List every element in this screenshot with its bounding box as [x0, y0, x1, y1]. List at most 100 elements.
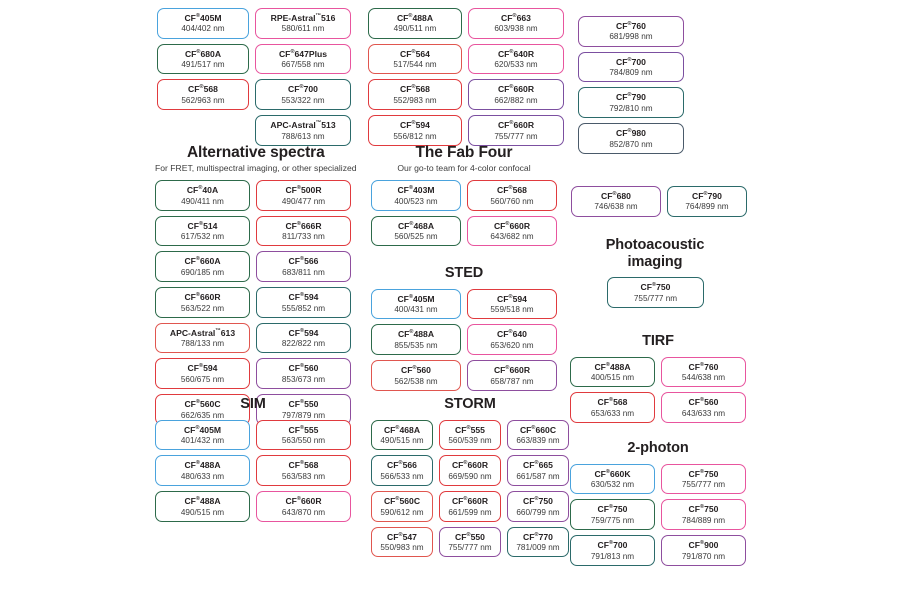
dye-code: 468A	[413, 220, 435, 231]
dye-wavelengths: 563/550 nm	[281, 436, 326, 446]
dye-wavelengths: 490/515 nm	[380, 436, 424, 446]
dye-name-mark: ®	[505, 365, 510, 372]
dye-wavelengths: 620/533 nm	[494, 60, 538, 70]
dye-name-mark: ®	[609, 397, 614, 404]
dye-code: 790	[707, 190, 722, 201]
dye-wavelengths: 580/611 nm	[281, 24, 325, 34]
dye-wavelengths: 643/633 nm	[681, 408, 726, 418]
dye-name: CF®488A	[184, 460, 221, 471]
dye-wavelengths: 603/938 nm	[494, 24, 538, 34]
dye-name: CF®550	[455, 531, 485, 542]
dye-code: 750	[704, 468, 719, 479]
dye-name-mark: ®	[296, 220, 301, 227]
dye-code: 568	[415, 84, 430, 95]
dye-code: 900	[704, 539, 719, 550]
dye-code: 660R	[467, 495, 489, 506]
dye-wavelengths: 630/532 nm	[590, 480, 635, 490]
dye-code: 680A	[200, 48, 222, 59]
dye-name: CF®566	[288, 256, 319, 267]
dye-code: 700	[631, 56, 646, 67]
dye-name-mark: ®	[627, 92, 632, 99]
dye-code: 594	[415, 119, 430, 130]
dye-name-mark: ®	[411, 120, 416, 127]
dye-wavelengths: 781/009 nm	[516, 543, 560, 553]
